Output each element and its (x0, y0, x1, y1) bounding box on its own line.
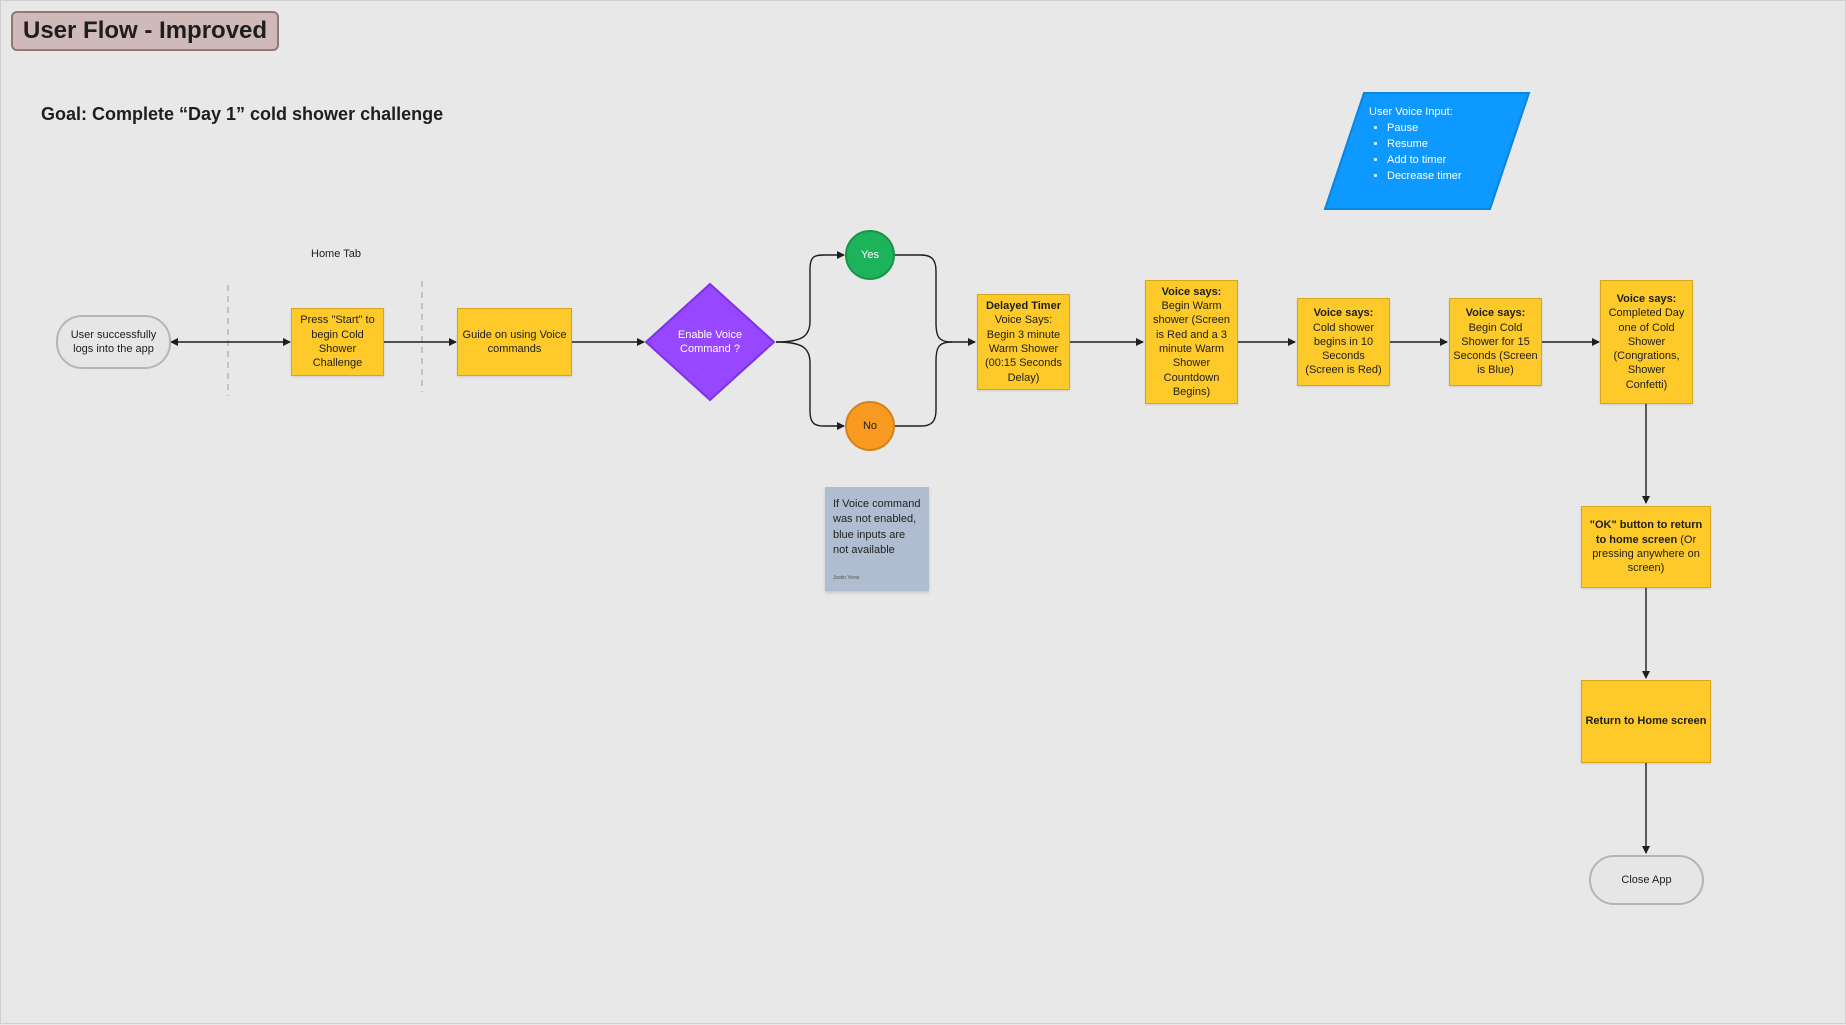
voice-input-item: Resume (1387, 137, 1519, 153)
node-cold-shower[interactable]: Voice says: Begin Cold Shower for 15 Sec… (1449, 298, 1542, 386)
node-cold-shower-body: Begin Cold Shower for 15 Seconds (Screen… (1453, 321, 1538, 377)
voice-input-item: Pause (1387, 121, 1519, 137)
edge-decision-to-yes (775, 251, 845, 343)
node-close-app[interactable]: Close App (1589, 855, 1704, 905)
node-warm-shower[interactable]: Voice says: Begin Warm shower (Screen is… (1145, 280, 1238, 404)
node-cold-countdown-title: Voice says: (1313, 307, 1374, 320)
node-cold-countdown-text: Voice says: Cold shower begins in 10 Sec… (1302, 306, 1386, 377)
node-ok-button-title: "OK" button to return to home screen (1589, 519, 1703, 546)
node-guide[interactable]: Guide on using Voice commands (457, 308, 572, 376)
goal-heading: Goal: Complete “Day 1” cold shower chall… (41, 104, 444, 124)
node-delayed-timer[interactable]: Delayed Timer Voice Says: Begin 3 minute… (977, 294, 1070, 390)
node-warm-shower-text: Voice says: Begin Warm shower (Screen is… (1153, 285, 1231, 399)
voice-input-title: User Voice Input: (1369, 106, 1453, 118)
node-delayed-timer-body: Voice Says: Begin 3 minute Warm Shower (… (984, 314, 1063, 384)
node-cold-countdown-body: Cold shower begins in 10 Seconds (Screen… (1305, 321, 1382, 377)
node-press-start[interactable]: Press "Start" to begin Cold Shower Chall… (291, 308, 384, 376)
node-ok-button-body: (Or pressing anywhere on screen) (1592, 533, 1700, 575)
voice-input-parallelogram-shape (1323, 92, 1531, 210)
edge-yes-to-delayed (895, 254, 976, 346)
edge-decision-to-no (775, 341, 845, 430)
node-yes[interactable]: Yes (845, 230, 895, 280)
sticky-note-text: If Voice command was not enabled, blue i… (833, 498, 921, 557)
node-cold-shower-text: Voice says: Begin Cold Shower for 15 Sec… (1453, 306, 1538, 377)
node-decision-label: Enable Voice Command ? (677, 328, 743, 355)
node-delayed-timer-text: Delayed Timer Voice Says: Begin 3 minute… (981, 299, 1066, 385)
node-warm-shower-body: Begin Warm shower (Screen is Red and a 3… (1152, 300, 1231, 398)
sticky-note-voice-disabled[interactable]: If Voice command was not enabled, blue i… (825, 487, 929, 591)
voice-input-content: User Voice Input: Pause Resume Add to ti… (1369, 105, 1519, 185)
voice-input-list: Pause Resume Add to timer Decrease timer (1369, 121, 1519, 185)
node-decision[interactable]: Enable Voice Command ? (644, 282, 776, 402)
node-return-home-label: Return to Home screen (1585, 715, 1707, 728)
edge-no-to-delayed (895, 341, 953, 427)
node-warm-shower-title: Voice says: (1161, 285, 1222, 298)
voice-input-item: Add to timer (1387, 153, 1519, 169)
frame-title[interactable]: User Flow - Improved (11, 11, 280, 51)
node-cold-shower-title: Voice says: (1465, 307, 1526, 320)
node-voice-input[interactable]: User Voice Input: Pause Resume Add to ti… (1323, 91, 1531, 211)
node-completed[interactable]: Voice says: Completed Day one of Cold Sh… (1600, 280, 1693, 404)
section-label-home-tab: Home Tab (311, 248, 361, 260)
node-yes-label: Yes (861, 248, 879, 261)
node-ok-button[interactable]: "OK" button to return to home screen (Or… (1581, 506, 1711, 588)
voice-input-item: Decrease timer (1387, 169, 1519, 185)
node-delayed-timer-title: Delayed Timer (985, 300, 1061, 313)
sticky-note-author: Justin Yeow (833, 575, 860, 581)
node-completed-title: Voice says: (1616, 292, 1677, 305)
node-press-start-label: Press "Start" to begin Cold Shower Chall… (300, 314, 375, 370)
node-cold-countdown[interactable]: Voice says: Cold shower begins in 10 Sec… (1297, 298, 1390, 386)
node-completed-text: Voice says: Completed Day one of Cold Sh… (1607, 292, 1687, 392)
node-close-app-label: Close App (1621, 873, 1672, 886)
node-decision-text: Enable Voice Command ? (644, 282, 776, 402)
decision-diamond-shape (644, 282, 776, 402)
node-login-label: User successfully logs into the app (70, 328, 157, 355)
node-no-label: No (862, 419, 878, 432)
node-completed-body: Completed Day one of Cold Shower (Congra… (1608, 307, 1685, 391)
node-no[interactable]: No (845, 401, 895, 451)
node-login[interactable]: User successfully logs into the app (56, 315, 171, 369)
node-return-home[interactable]: Return to Home screen (1581, 680, 1711, 763)
node-guide-label: Guide on using Voice commands (462, 328, 567, 355)
node-ok-button-text: "OK" button to return to home screen (Or… (1586, 518, 1706, 575)
